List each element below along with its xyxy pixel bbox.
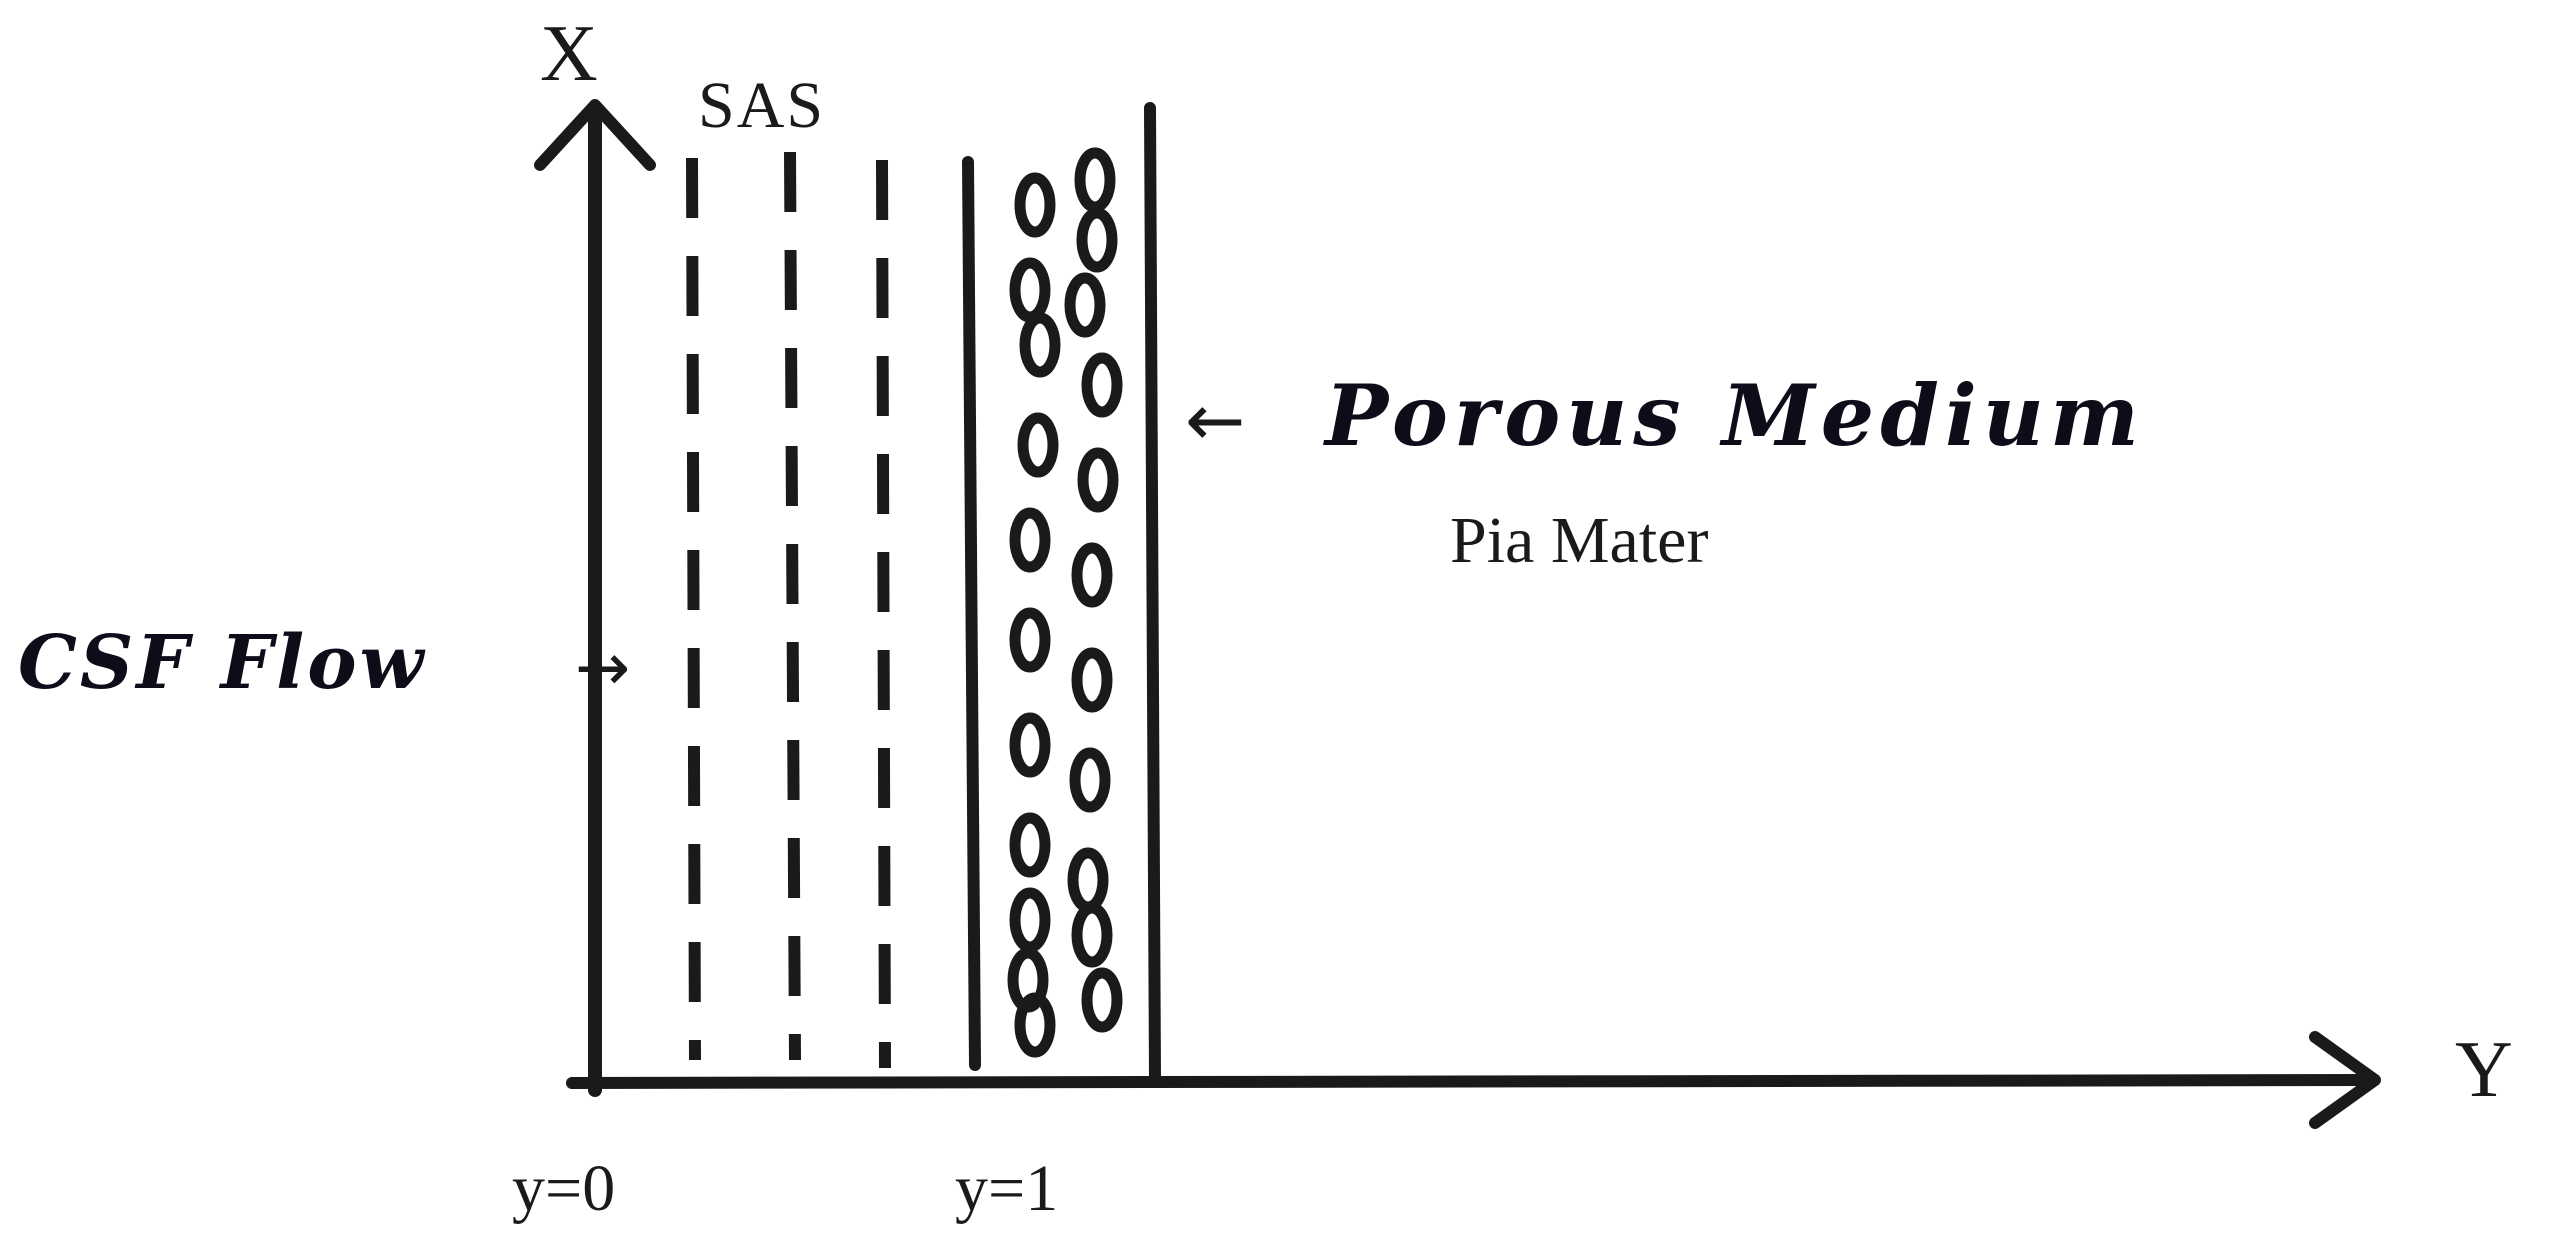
sas-dashed-lines xyxy=(686,151,891,1069)
pore-icon xyxy=(1009,887,1051,953)
x-axis-label: X xyxy=(540,10,598,98)
x-axis xyxy=(534,99,656,1097)
pore-icon xyxy=(1009,712,1051,778)
csf-flow-arrow: → xyxy=(575,629,630,706)
pore-icon xyxy=(1071,542,1113,608)
pore-icon xyxy=(1081,352,1123,418)
pore-icon xyxy=(1071,647,1113,713)
y1-label: y=1 xyxy=(955,1152,1058,1225)
dashed-line-3 xyxy=(876,159,891,1069)
pia-inner-wall xyxy=(962,156,981,1071)
pore-icon xyxy=(1077,447,1119,513)
porous-medium-arrow: ← xyxy=(1185,378,1245,462)
pore-icon xyxy=(1074,147,1116,213)
pore-icon xyxy=(1019,312,1061,378)
porous-medium-walls xyxy=(962,102,1161,1084)
pore-icon xyxy=(1081,967,1123,1033)
y-axis-label: Y xyxy=(2455,1026,2513,1114)
porous-medium-label: Porous Medium xyxy=(1323,366,2145,465)
dashed-line-1 xyxy=(686,157,701,1061)
x-axis-arrowhead xyxy=(534,99,656,171)
csf-flow-label: CSF Flow xyxy=(18,620,426,706)
pore-icon xyxy=(1064,272,1106,338)
pore-icon xyxy=(1076,207,1118,273)
pore-icon xyxy=(1009,812,1051,878)
porous-medium-pores xyxy=(1007,147,1123,1058)
dashed-line-2 xyxy=(784,151,801,1061)
pore-icon xyxy=(1071,902,1113,968)
pore-icon xyxy=(1017,412,1059,478)
pore-icon xyxy=(1067,847,1109,913)
y-axis xyxy=(566,1031,2381,1129)
pore-icon xyxy=(1014,172,1056,238)
pore-icon xyxy=(1009,257,1051,323)
pore-icon xyxy=(1009,507,1051,573)
sas-label: SAS xyxy=(698,69,825,142)
pore-icon xyxy=(1014,992,1056,1058)
pia-outer-wall xyxy=(1144,102,1161,1084)
pore-icon xyxy=(1069,747,1111,813)
y-axis-arrowhead xyxy=(2309,1031,2381,1129)
pore-icon xyxy=(1009,607,1051,673)
y0-label: y=0 xyxy=(512,1152,615,1225)
pia-mater-label: Pia Mater xyxy=(1450,504,1708,577)
y-axis-line xyxy=(566,1074,2378,1089)
